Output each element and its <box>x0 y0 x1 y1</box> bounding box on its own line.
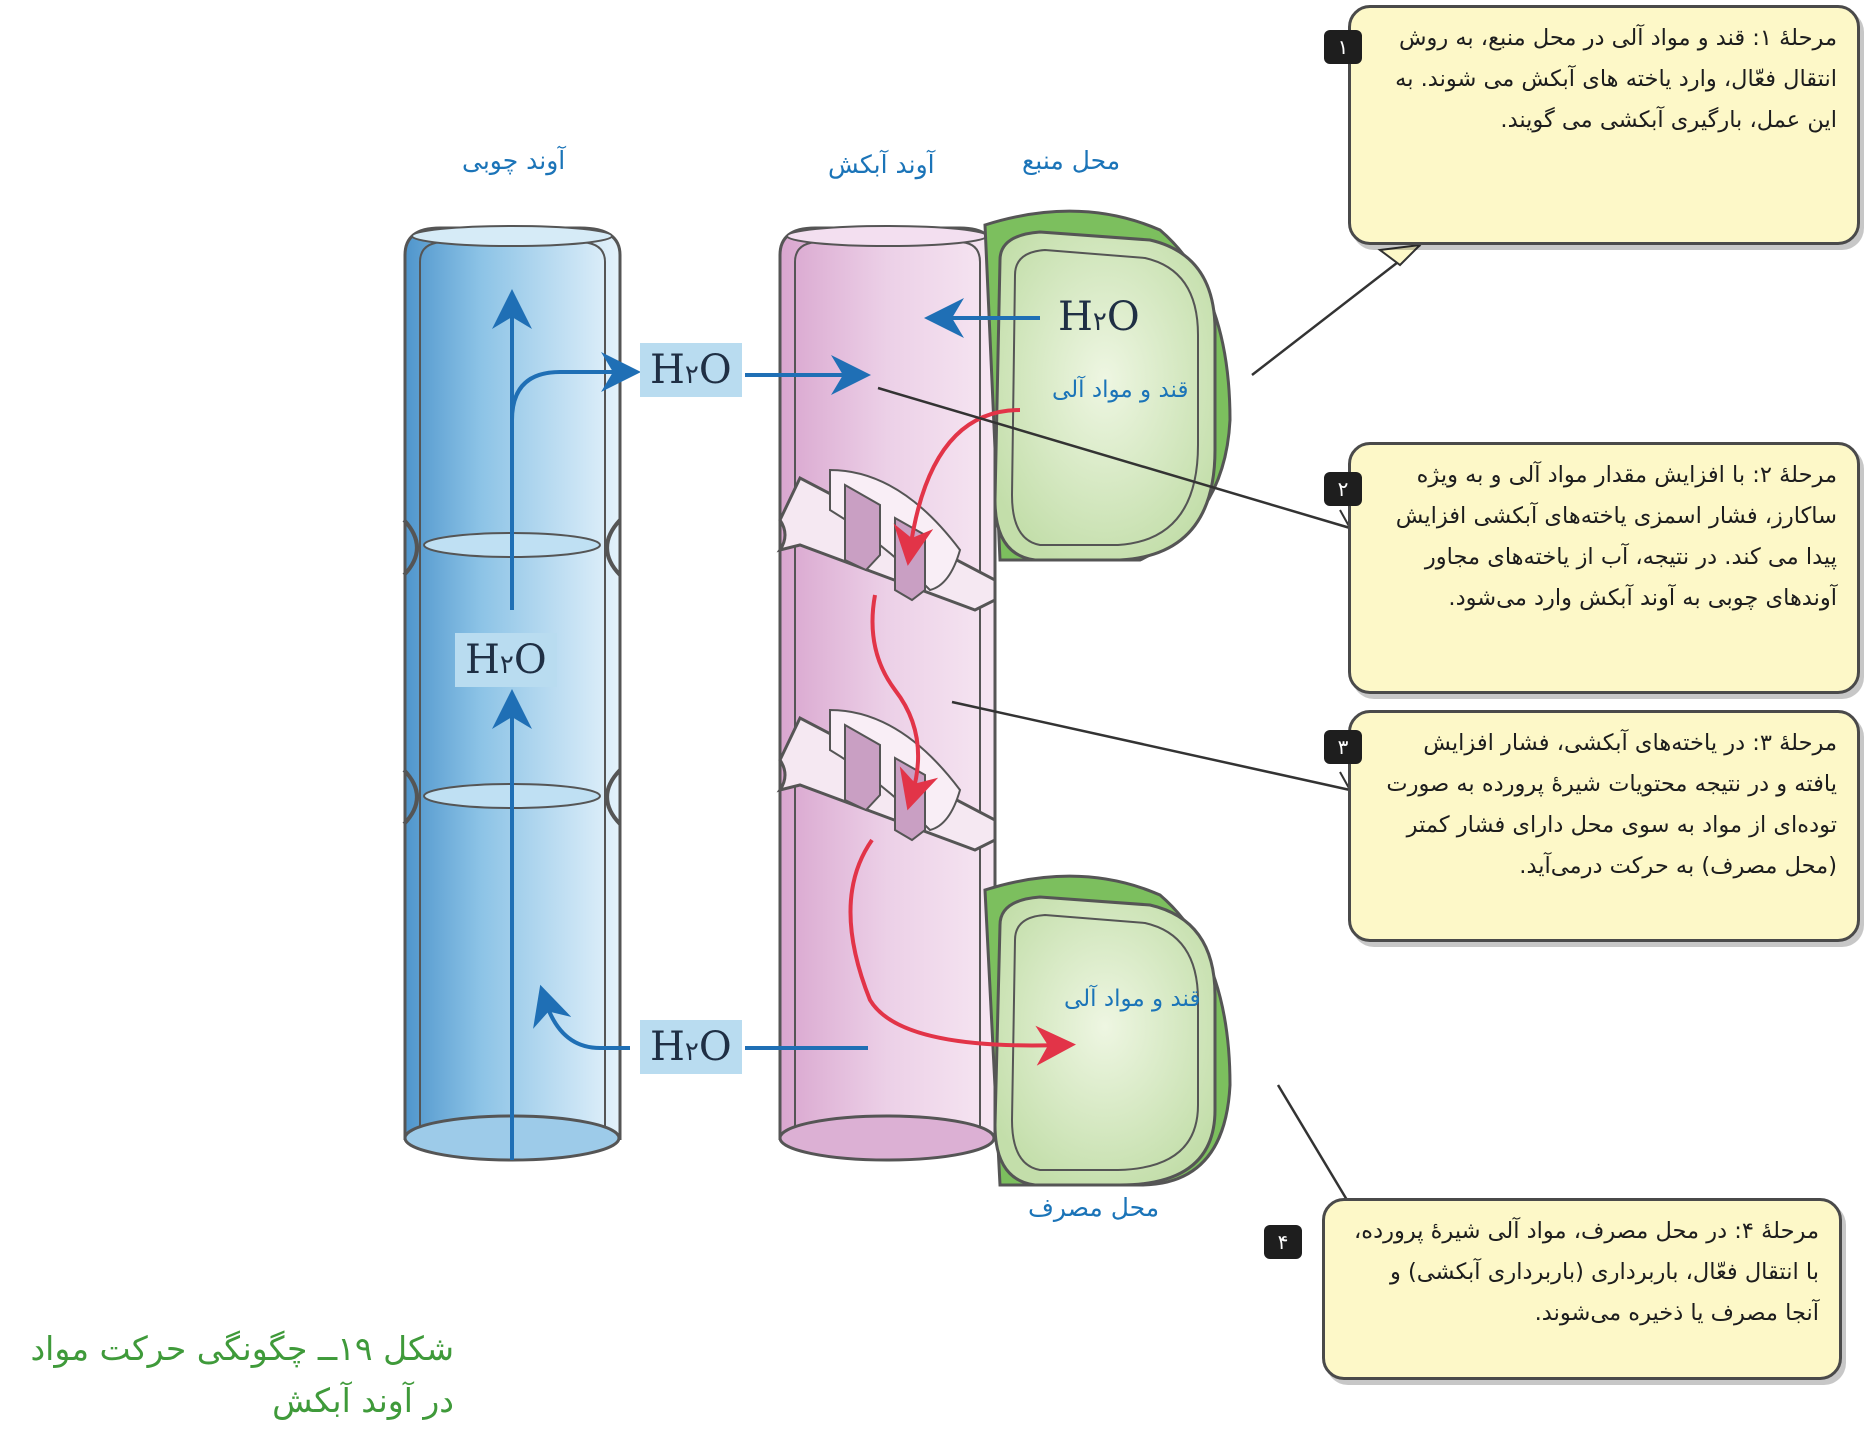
sugar-bulk-flow-arrow <box>870 594 939 811</box>
xylem-label: آوند چوبی <box>462 146 566 175</box>
step-3-badge: ۳ <box>1324 730 1362 764</box>
sugar-label-sink: قند و مواد آلی <box>1064 986 1201 1012</box>
water-label-xylem: H۲O <box>455 633 557 687</box>
figure-caption: شکل ۱۹ــ چگونگی حرکت مواد در آوند آبکش <box>30 1329 454 1420</box>
water-label-between: H۲O <box>640 343 742 397</box>
sugar-unloading-arrow <box>848 838 1076 1066</box>
sugar-loading-arrow <box>893 408 1021 566</box>
source-label: محل منبع <box>1022 146 1121 175</box>
step-2-text: مرحلهٔ ۲: با افزایش مقدار مواد آلی و به … <box>1395 462 1837 611</box>
phloem-label: آوند آبکش <box>828 150 935 179</box>
water-label-source: H۲O <box>1058 294 1140 340</box>
sugar-flow-arrows <box>848 408 1076 1066</box>
source-cell <box>983 209 1232 562</box>
pointer-step-2 <box>877 386 1351 530</box>
step-1-box: مرحلهٔ ۱: قند و مواد آلی در محل منبع، به… <box>1348 5 1860 245</box>
step-4-badge: ۴ <box>1264 1225 1302 1259</box>
pointer-step-3 <box>951 700 1351 792</box>
sink-label: محل مصرف <box>1028 1193 1160 1222</box>
step-4-box: مرحلهٔ ۴: در محل مصرف، مواد آلی شیرهٔ پر… <box>1322 1198 1842 1380</box>
step-4-text: مرحلهٔ ۴: در محل مصرف، مواد آلی شیرهٔ پر… <box>1354 1218 1819 1326</box>
sugar-label-source: قند و مواد آلی <box>1052 377 1189 403</box>
pointer-step-4 <box>1276 1084 1352 1206</box>
water-label-return: H۲O <box>640 1020 742 1074</box>
step-3-box: مرحلهٔ ۳: در یاخته‌های آبکشی، فشار افزای… <box>1348 710 1860 942</box>
water-flow-arrows <box>492 289 1040 1160</box>
step-1-badge: ۱ <box>1324 30 1362 64</box>
xylem-to-phloem-branch-arrow <box>510 352 641 421</box>
water-return-to-xylem-arrow <box>533 984 630 1050</box>
sink-cell <box>983 874 1232 1187</box>
step-1-text: مرحلهٔ ۱: قند و مواد آلی در محل منبع، به… <box>1395 25 1837 133</box>
step-2-box: مرحلهٔ ۲: با افزایش مقدار مواد آلی و به … <box>1348 442 1860 694</box>
step-3-text: مرحلهٔ ۳: در یاخته‌های آبکشی، فشار افزای… <box>1386 730 1837 879</box>
step-2-badge: ۲ <box>1324 472 1362 506</box>
